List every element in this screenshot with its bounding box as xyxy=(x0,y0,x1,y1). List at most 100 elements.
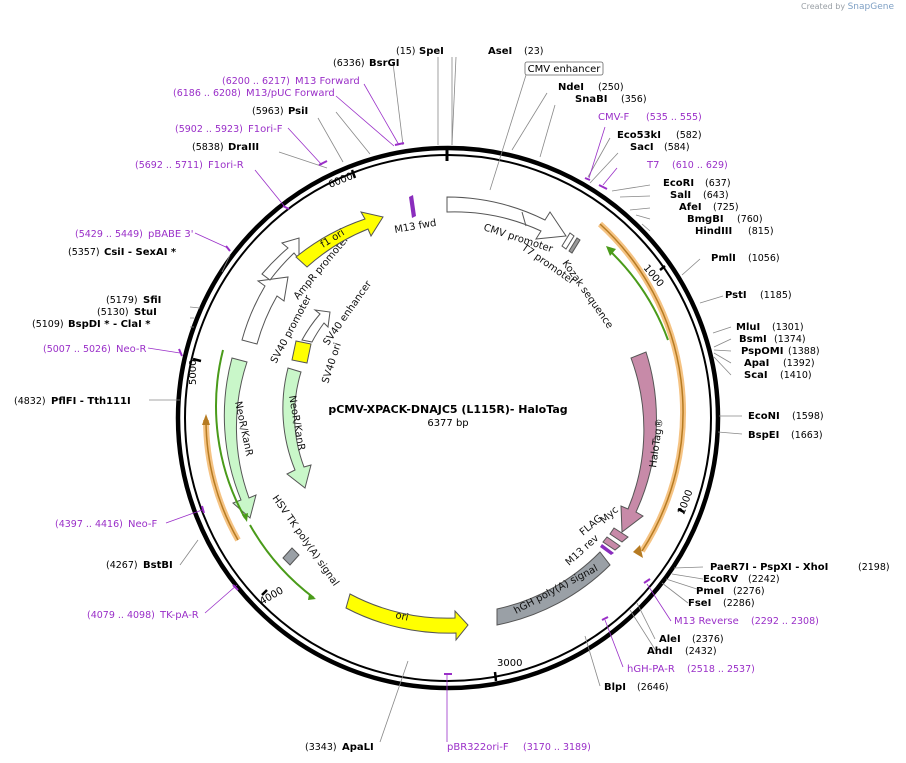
site-name: ScaI xyxy=(744,370,768,381)
site-pos: (2286) xyxy=(723,598,755,609)
site-pos: (5963) xyxy=(252,106,284,117)
primer-name: F1ori-R xyxy=(208,160,244,171)
green-arrow-bottom xyxy=(249,524,315,599)
site-pos: (2242) xyxy=(748,574,780,585)
site-pos: (1388) xyxy=(788,346,820,357)
f1-ori-arrow xyxy=(295,211,384,268)
site-name: NdeI xyxy=(558,82,584,93)
site-name: SpeI xyxy=(419,46,444,57)
site-pos: (760) xyxy=(737,214,763,225)
tick-marks xyxy=(192,169,685,682)
site-pos: (4832) xyxy=(14,396,46,407)
ampr-promoter-arrow xyxy=(261,237,300,281)
myc-arrow xyxy=(609,527,629,543)
primer-range: (2292 .. 2308) xyxy=(751,616,819,627)
site-pos: (5179) xyxy=(106,295,138,306)
primer-name: CMV-F xyxy=(598,112,629,123)
site-name: BsrGI xyxy=(369,58,399,69)
site-name: EcoNI xyxy=(748,411,780,422)
site-name: SfiI xyxy=(143,295,161,306)
site-pos: (1410) xyxy=(780,370,812,381)
green-arrow-left xyxy=(215,349,246,519)
primer-name: pBR322ori-F xyxy=(447,742,509,753)
m13-fwd-label: M13 fwd xyxy=(394,218,438,236)
leader-lines xyxy=(149,56,743,743)
primer-name: TK-pA-R xyxy=(159,610,199,621)
kozak-label: Kozak sequence xyxy=(560,258,615,330)
site-name: PmeI xyxy=(696,586,724,597)
myc-label: Myc xyxy=(599,505,621,527)
site-name: PmlI xyxy=(711,253,736,264)
site-pos: (725) xyxy=(713,202,739,213)
site-pos: (584) xyxy=(664,142,690,153)
site-name: SacI xyxy=(630,142,654,153)
site-name: HindIII xyxy=(695,226,732,237)
site-name: AseI xyxy=(488,46,512,57)
ori-label: ori xyxy=(394,610,409,623)
neor-outer-arrow xyxy=(223,357,257,519)
site-name: BlpI xyxy=(604,682,626,693)
site-pos: (582) xyxy=(676,130,702,141)
plasmid-name: pCMV-XPACK-DNAJC5 (L115R)- HaloTag xyxy=(328,403,567,416)
site-pos: (1598) xyxy=(792,411,824,422)
primer-range: (2518 .. 2537) xyxy=(687,664,755,675)
site-pos: (1056) xyxy=(748,253,780,264)
primer-marks xyxy=(178,142,651,675)
site-name: ApaI xyxy=(744,358,769,369)
site-name: SalI xyxy=(670,190,691,201)
site-pos: (15) xyxy=(396,46,416,57)
site-name: BmgBI xyxy=(687,214,724,225)
site-name: AfeI xyxy=(679,202,702,213)
primer-range: (535 .. 555) xyxy=(646,112,702,123)
site-name: Eco53kI xyxy=(617,130,661,141)
site-name: FseI xyxy=(688,598,711,609)
primer-range: (5429 .. 5449) xyxy=(75,229,143,240)
cmv-enhancer-callout: CMV enhancer xyxy=(489,61,604,191)
primer-name: M13 Reverse xyxy=(674,616,739,627)
site-pos: (2276) xyxy=(733,586,765,597)
hsv-tk-polya-signal xyxy=(282,547,300,566)
site-name: BstBI xyxy=(143,560,173,571)
primer-labels: (6200 .. 6217) M13 Forward (6186 .. 6208… xyxy=(43,76,819,753)
m13-fwd-mark xyxy=(409,195,416,218)
credit-prefix: Created by xyxy=(801,2,846,11)
site-pos: (1663) xyxy=(791,430,823,441)
primer-range: (5902 .. 5923) xyxy=(175,124,243,135)
primer-range: (610 .. 629) xyxy=(672,160,728,171)
halotag-arrow xyxy=(620,351,657,533)
primer-leaders xyxy=(147,83,672,742)
hsv-tk-label: HSV TK poly(A) signal xyxy=(270,493,341,588)
hgh-polya-signal xyxy=(496,551,611,626)
primer-range: (5692 .. 5711) xyxy=(135,160,203,171)
tick-label-3000: 3000 xyxy=(497,658,522,669)
site-name: DraIII xyxy=(228,142,259,153)
site-pos: (2646) xyxy=(637,682,669,693)
flag-arrow xyxy=(602,536,621,551)
site-pos: (2376) xyxy=(692,634,724,645)
site-name: EcoRV xyxy=(703,574,738,585)
primer-name: M13 Forward xyxy=(295,76,360,87)
m13-rev-mark xyxy=(600,544,614,555)
site-name: MluI xyxy=(736,322,760,333)
sv40-ori-label: SV40 ori xyxy=(320,341,343,384)
primer-name: F1ori-F xyxy=(248,124,283,135)
site-pos: (5130) xyxy=(97,307,129,318)
site-pos: (5357) xyxy=(68,247,100,258)
site-pos: (1374) xyxy=(774,334,806,345)
site-pos: (6336) xyxy=(333,58,365,69)
primer-range: (4397 .. 4416) xyxy=(55,519,123,530)
primer-range: (4079 .. 4098) xyxy=(87,610,155,621)
site-pos: (250) xyxy=(598,82,624,93)
primer-name: M13/pUC Forward xyxy=(246,88,335,99)
sv40-ori-box xyxy=(291,340,312,364)
site-pos: (2198) xyxy=(858,562,890,573)
site-name: BspEI xyxy=(748,430,779,441)
site-name: PstI xyxy=(725,290,747,301)
site-name: BspDI * - ClaI * xyxy=(68,319,151,330)
site-name: PaeR7I - PspXI - XhoI xyxy=(710,562,828,573)
site-pos: (3343) xyxy=(305,742,337,753)
site-pos: (4267) xyxy=(106,560,138,571)
site-pos: (1301) xyxy=(772,322,804,333)
tick-label-4000: 4000 xyxy=(258,585,286,607)
cmv-enhancer-label: CMV enhancer xyxy=(528,64,602,75)
